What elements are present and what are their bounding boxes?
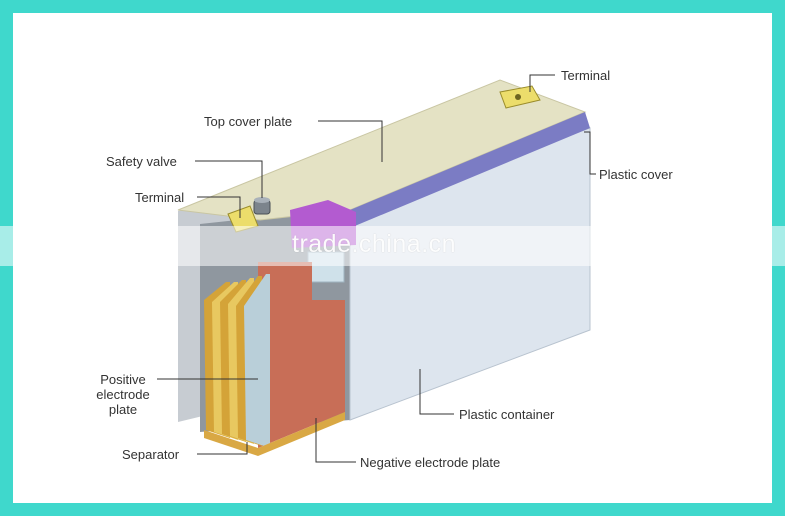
plastic-cover-band [350, 112, 590, 228]
label-positive-electrode-plate: Positive electrode plate [96, 372, 150, 417]
plate-stack [204, 274, 270, 448]
label-separator: Separator [122, 447, 180, 462]
watermark-band [0, 226, 785, 266]
label-plastic-container: Plastic container [459, 407, 555, 422]
label-terminal-left: Terminal [135, 190, 185, 205]
label-negative-electrode-plate: Negative electrode plate [360, 455, 501, 470]
label-safety-valve: Safety valve [106, 154, 177, 169]
label-terminal-top: Terminal [561, 68, 611, 83]
label-top-cover-plate: Top cover plate [204, 114, 293, 129]
leader-lines [157, 74, 596, 463]
label-plastic-cover: Plastic cover [599, 167, 673, 182]
watermark-text: trade.china.cn [292, 230, 457, 258]
negative-plate-main [256, 262, 345, 448]
plate-base [204, 412, 345, 456]
